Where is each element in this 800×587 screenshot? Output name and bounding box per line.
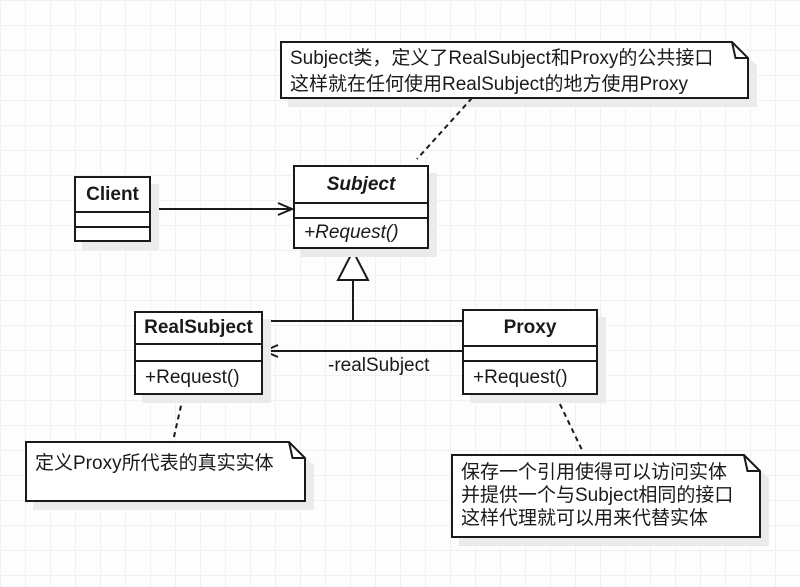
note-top-line1: Subject类，定义了RealSubject和Proxy的公共接口 — [290, 48, 714, 69]
open-arrowhead-icon — [261, 344, 279, 358]
note-fold-icon — [288, 441, 305, 459]
note-fold-icon — [743, 454, 760, 472]
note-right-text: 保存一个引用使得可以访问实体 并提供一个与Subject相同的接口 这样代理就可… — [461, 461, 733, 530]
note-connector-top-subject — [416, 97, 473, 160]
note-right-line2: 并提供一个与Subject相同的接口 — [461, 485, 734, 506]
class-realsubject-name: RealSubject — [144, 317, 253, 338]
class-proxy-name: Proxy — [503, 317, 557, 338]
note-right-line3: 这样代理就可以用来代替实体 — [461, 508, 709, 529]
note-connector-right-proxy — [555, 395, 584, 453]
note-left-line1: 定义Proxy所代表的真实实体 — [35, 453, 274, 474]
note-top-line2: 这样就在任何使用RealSubject的地方使用Proxy — [290, 74, 689, 95]
inheritance-triangle-icon — [336, 248, 370, 281]
note-shape-right — [451, 454, 761, 538]
note-fold-icon — [731, 41, 748, 59]
open-arrowhead-icon — [277, 202, 295, 216]
class-client-attributes — [76, 211, 149, 226]
note-top-text: Subject类，定义了RealSubject和Proxy的公共接口 这样就在任… — [290, 46, 713, 98]
association-role-label: -realSubject — [328, 355, 430, 376]
class-subject-attributes — [295, 202, 427, 217]
class-proxy-method: +Request() — [464, 360, 596, 393]
class-proxy-attributes — [464, 345, 596, 360]
note-shape-top — [280, 41, 749, 99]
class-client-name: Client — [86, 183, 139, 205]
class-client-methods — [76, 226, 149, 240]
association-client-subject — [151, 202, 295, 216]
class-subject-name: Subject — [326, 173, 396, 195]
class-subject: Subject +Request() — [293, 165, 429, 249]
note-connector-left-realsubject — [172, 396, 184, 442]
class-realsubject-attributes — [136, 343, 261, 360]
note-left-text: 定义Proxy所代表的真实实体 — [35, 452, 274, 476]
class-client: Client — [74, 176, 151, 242]
note-right-line1: 保存一个引用使得可以访问实体 — [461, 462, 728, 483]
generalization-realsubject-proxy-subject — [262, 248, 462, 322]
class-realsubject-method: +Request() — [136, 360, 261, 393]
class-subject-method: +Request() — [295, 217, 427, 247]
note-shape-left — [25, 441, 306, 502]
class-proxy: Proxy +Request() — [462, 309, 598, 395]
class-realsubject: RealSubject +Request() — [134, 311, 263, 395]
association-proxy-realsubject — [261, 344, 462, 358]
